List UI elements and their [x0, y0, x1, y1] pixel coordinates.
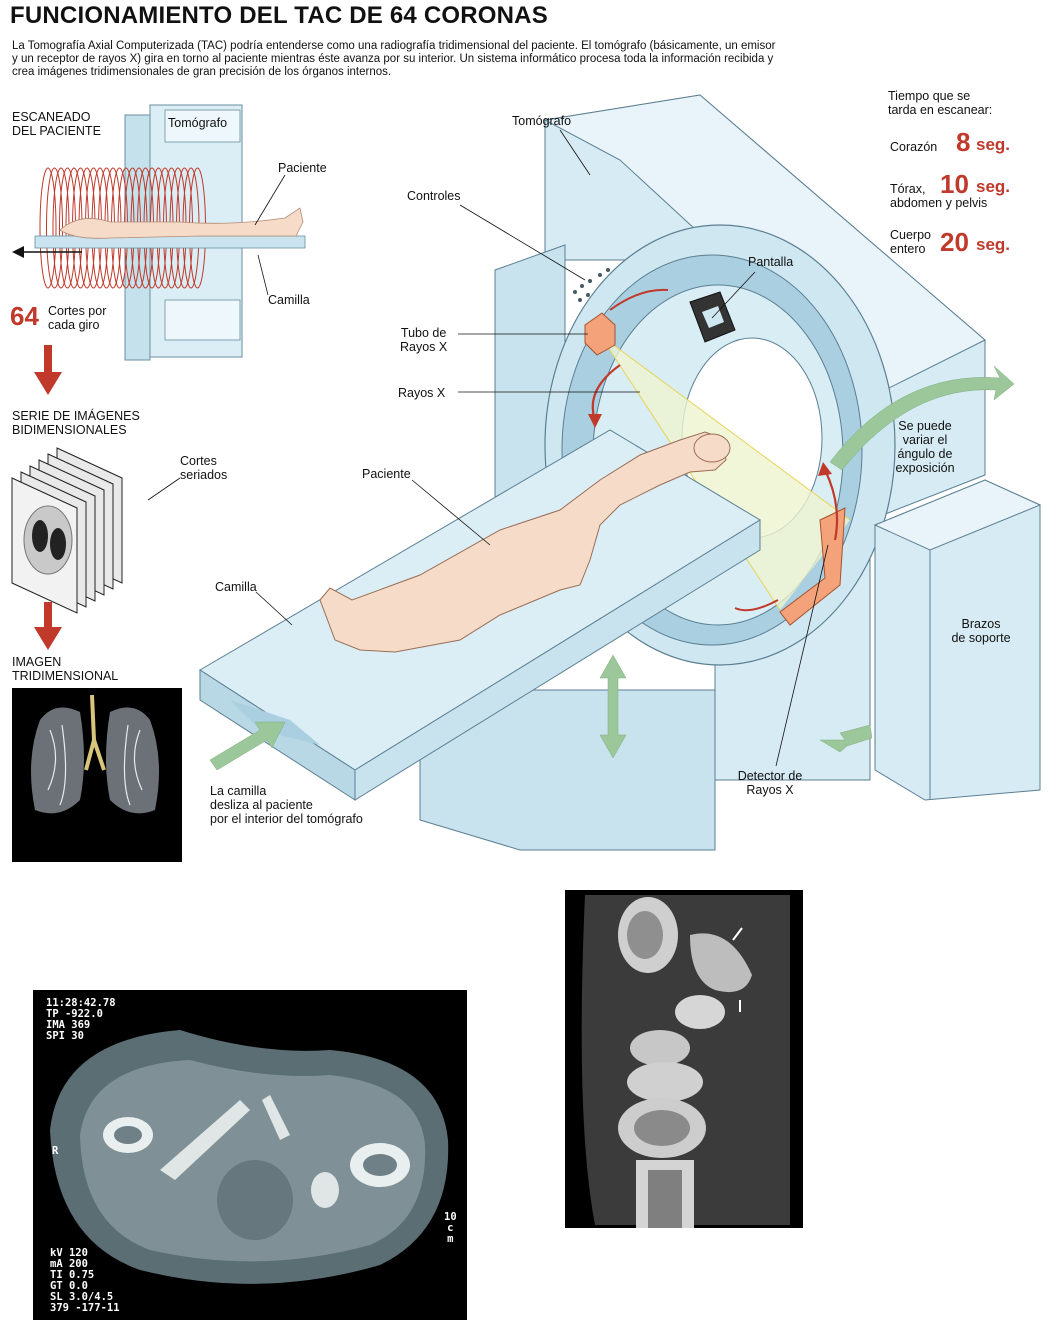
scan-heading-line-2: DEL PACIENTE: [12, 124, 101, 138]
timing-row-torax-unit: seg.: [976, 177, 1011, 196]
timing-row-torax: Tórax, abdomen y pelvis 10 seg.: [888, 170, 1048, 214]
tubo-label-line-2: Rayos X: [400, 340, 448, 354]
timing-row-full: Cuerpo entero 20 seg.: [888, 226, 1048, 262]
slice-card: [11, 477, 78, 614]
small-tomografo-label: Tomógrafo: [168, 116, 228, 130]
slice-stack: [11, 447, 123, 614]
imagen-heading-line-2: TRIDIMENSIONAL: [12, 669, 119, 683]
brazos-label: Brazos de soporte: [940, 617, 1022, 645]
camilla-desliza-label: La camilla desliza al paciente por el in…: [210, 784, 363, 826]
timing-row-full-number: 20: [940, 227, 969, 257]
detector-line-1: Detector de: [737, 769, 803, 783]
timing-row-full-label-2: entero: [890, 242, 926, 256]
ct-top-info: 11:28:42.78 TP -922.0 IMA 369 SPI 30: [46, 998, 116, 1042]
intro-line-2: y un receptor de rayos X) gira en torno …: [12, 53, 774, 65]
page-title: FUNCIONAMIENTO DEL TAC DE 64 CORONAS: [10, 2, 548, 29]
cortes-text-line-1: Cortes por: [48, 304, 107, 318]
timing-row-heart: Corazón 8 seg.: [888, 128, 1048, 158]
main-patient: [319, 431, 731, 653]
main-camilla-label: Camilla: [215, 580, 257, 594]
rayos-label: Rayos X: [398, 386, 446, 400]
pelvis-ct-image: [33, 990, 467, 1320]
cortes-seriados-line-1: Cortes: [180, 454, 217, 468]
spiral-ring: [46, 167, 63, 289]
ct-side-r: R: [52, 1145, 59, 1157]
spiral-ring: [39, 167, 57, 289]
serie-heading-line-2: BIDIMENSIONALES: [12, 423, 127, 437]
ct-bottom-info-4: GT 0.0: [50, 1280, 88, 1292]
timing-row-torax-number: 10: [940, 169, 969, 199]
cortes-text: Cortes por cada giro: [48, 304, 106, 332]
lung-3d-image: [12, 688, 182, 862]
serie-heading: SERIE DE IMÁGENES BIDIMENSIONALES: [12, 409, 140, 437]
ct-top-info-2: TP -922.0: [46, 1008, 103, 1020]
imagen-heading: IMAGEN TRIDIMENSIONAL: [12, 655, 118, 683]
camilla-desliza-line-3: por el interior del tomógrafo: [210, 812, 363, 826]
red-arrow-2: [34, 602, 62, 650]
ct-top-info-3: IMA 369: [46, 1019, 91, 1031]
serie-heading-line-1: SERIE DE IMÁGENES: [12, 409, 140, 423]
controles-label: Controles: [407, 189, 461, 203]
ct-top-info-1: 11:28:42.78: [46, 997, 116, 1009]
timing-row-heart-unit: seg.: [976, 135, 1011, 154]
brazos-line-1: Brazos: [961, 617, 1001, 631]
intro-line-3: crea imágenes tridimensionales de gran p…: [12, 66, 392, 78]
tubo-label-line-1: Tubo de: [400, 326, 447, 340]
brazos-line-2: de soporte: [951, 631, 1011, 645]
detector-line-2: Rayos X: [746, 783, 794, 797]
timing-row-full-label-1: Cuerpo: [890, 228, 931, 242]
tubo-label: Tubo de Rayos X: [400, 326, 447, 354]
small-paciente-label: Paciente: [278, 161, 327, 175]
timing-row-full-unit: seg.: [976, 235, 1011, 254]
small-patient: [12, 207, 306, 258]
ct-side-scale-1: 10: [444, 1211, 457, 1223]
cortes-text-line-2: cada giro: [48, 318, 100, 332]
cortes-seriados-label: Cortes seriados: [180, 454, 227, 482]
angulo-line-2: variar el: [902, 433, 948, 447]
ct-bottom-info-6: 379 -177-11: [50, 1302, 120, 1314]
leader-lines: [255, 129, 829, 767]
scan-heading: ESCANEADO DEL PACIENTE: [12, 110, 101, 138]
cortes-number: 64: [10, 301, 39, 331]
ct-bottom-info-2: mA 200: [50, 1258, 88, 1270]
ct-bottom-info: kV 120 mA 200 TI 0.75 GT 0.0 SL 3.0/4.5 …: [50, 1248, 120, 1314]
ct-bottom-info-3: TI 0.75: [50, 1269, 95, 1281]
cortes-seriados-line-2: seriados: [180, 468, 228, 482]
timing-heading-line-1: Tiempo que se: [888, 89, 971, 103]
wrist-ct-image: [565, 890, 803, 1228]
small-camilla-label: Camilla: [268, 293, 310, 307]
angulo-line-4: exposición: [895, 461, 955, 475]
angulo-line-3: ángulo de: [897, 447, 953, 461]
timing-row-torax-label-2: abdomen y pelvis: [890, 196, 988, 210]
scan-heading-line-1: ESCANEADO: [12, 110, 91, 124]
ct-side-scale: 10 c m: [444, 1212, 457, 1245]
ct-side-scale-3: m: [447, 1233, 454, 1245]
camilla-desliza-line-1: La camilla: [210, 784, 267, 798]
ct-top-info-4: SPI 30: [46, 1030, 84, 1042]
ct-side-scale-2: c: [447, 1222, 454, 1234]
imagen-heading-line-1: IMAGEN: [12, 655, 62, 669]
ct-bottom-info-5: SL 3.0/4.5: [50, 1291, 114, 1303]
angulo-label: Se puede variar el ángulo de exposición: [893, 419, 957, 475]
camilla-desliza-line-2: desliza al paciente: [210, 798, 313, 812]
timing-heading-line-2: tarda en escanear:: [888, 103, 993, 117]
main-paciente-label: Paciente: [362, 467, 411, 481]
angulo-line-1: Se puede: [898, 419, 952, 433]
pantalla-label: Pantalla: [748, 255, 794, 269]
ct-bottom-info-1: kV 120: [50, 1247, 88, 1259]
timing-row-torax-label-1: Tórax,: [890, 182, 926, 196]
timing-row-heart-number: 8: [956, 127, 971, 157]
intro-line-1: La Tomografía Axial Computerizada (TAC) …: [12, 40, 776, 52]
timing-row-heart-label: Corazón: [890, 140, 938, 154]
timing-heading: Tiempo que se tarda en escanear:: [888, 89, 992, 117]
main-tomografo-label: Tomógrafo: [512, 114, 572, 128]
detector-label: Detector de Rayos X: [730, 769, 810, 797]
red-arrow-1: [34, 345, 62, 395]
green-arrows: [209, 365, 1015, 771]
